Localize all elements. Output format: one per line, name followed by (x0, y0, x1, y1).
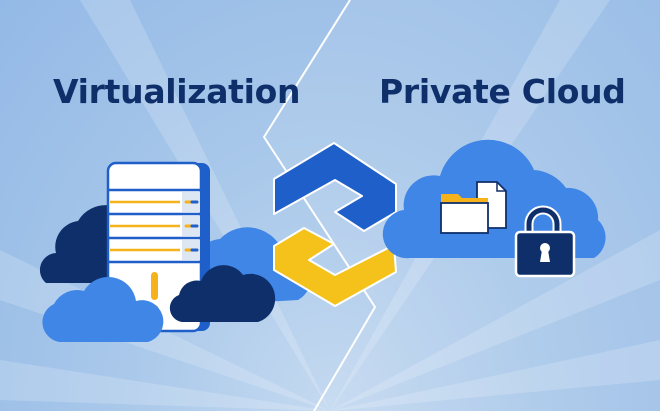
cloud-icon (42, 276, 164, 342)
heading-private-cloud: Private Cloud (379, 72, 626, 111)
divider-line (262, 0, 377, 411)
sync-arrows-icon (273, 142, 397, 307)
heading-virtualization: Virtualization (53, 72, 301, 111)
padlock-icon (514, 205, 576, 278)
cloud-icon (169, 265, 276, 322)
folder-icon (440, 194, 489, 234)
